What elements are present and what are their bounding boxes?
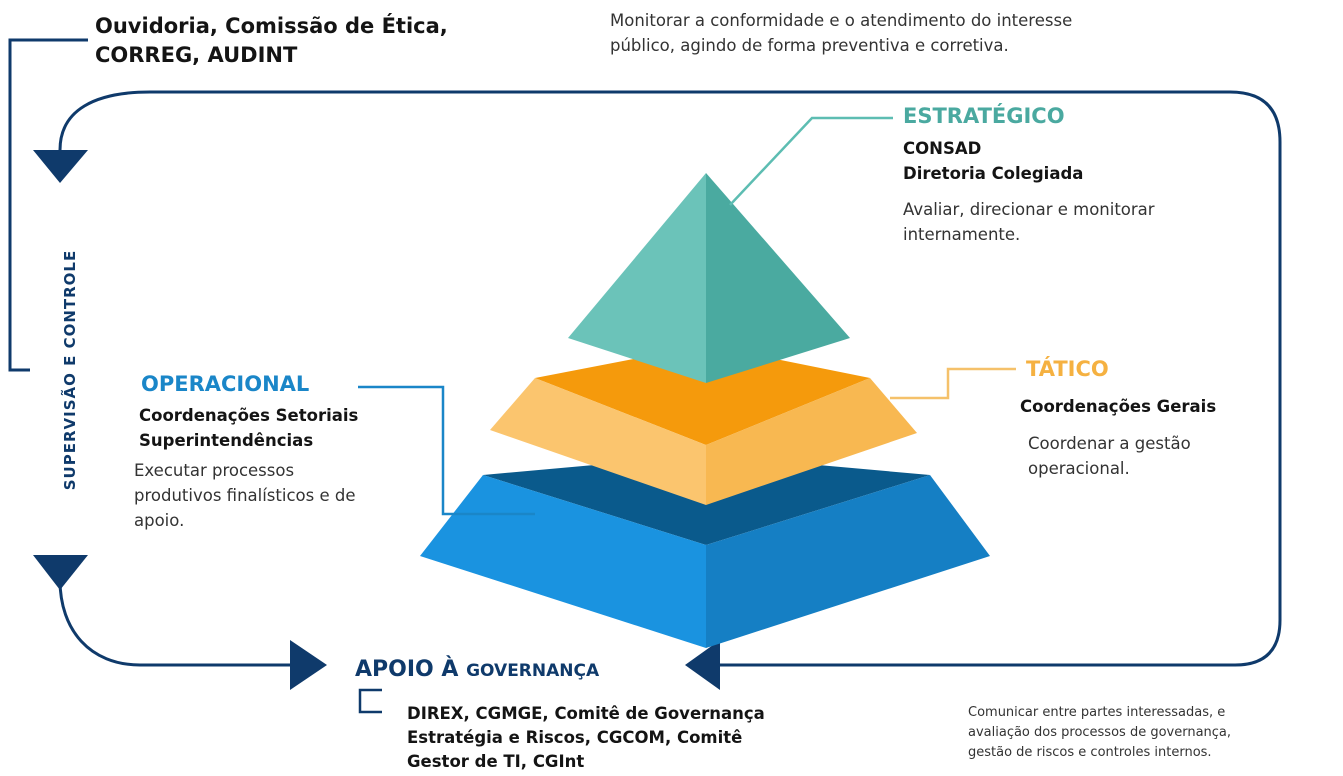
tatico-connector	[890, 367, 1016, 400]
tatico-title: TÁTICO	[1026, 357, 1109, 381]
arrow-right-bottom-icon	[290, 640, 327, 690]
pyramid-base-left	[420, 475, 706, 648]
tatico-desc-line: Coordenar a gestão	[1028, 434, 1191, 453]
estrategico-body-line: Diretoria Colegiada	[903, 164, 1084, 183]
operacional-description: Executar processos produtivos finalístic…	[134, 458, 356, 533]
arrow-left-bottom-icon	[685, 640, 720, 690]
apoio-description: Comunicar entre partes interessadas, e a…	[968, 703, 1231, 763]
supervision-body-line: Ouvidoria, Comissão de Ética,	[95, 14, 448, 38]
apoio-body-line: Gestor de TI, CGInt	[407, 752, 585, 771]
apoio-title-main: APOIO À	[355, 657, 467, 682]
apoio-bracket	[358, 688, 382, 714]
pyramid-middle-right	[706, 378, 917, 505]
operacional-desc-line: Executar processos	[134, 461, 295, 480]
pyramid-middle-left	[490, 378, 706, 505]
estrategico-bodies: CONSAD Diretoria Colegiada	[903, 136, 1083, 186]
cycle-loop-line	[58, 90, 1282, 667]
tatico-body: Coordenações Gerais	[1020, 397, 1217, 416]
estrategico-connector	[729, 116, 893, 206]
supervision-desc-line: público, agindo de forma preventiva e co…	[610, 36, 1009, 55]
operacional-title: OPERACIONAL	[141, 372, 310, 396]
tatico-description: Coordenar a gestão operacional.	[1028, 431, 1191, 481]
operacional-connector	[358, 385, 535, 516]
supervision-vertical-label: SUPERVISÃO E CONTROLE	[61, 249, 79, 491]
operacional-body-line: Coordenações Setoriais	[139, 406, 359, 425]
pyramid-top-left	[568, 173, 706, 383]
estrategico-desc-line: internamente.	[903, 225, 1021, 244]
arrow-down-top-icon	[33, 150, 88, 183]
apoio-desc-line: Comunicar entre partes interessadas, e	[968, 705, 1226, 720]
apoio-title-small: GOVERNANÇA	[466, 661, 600, 681]
estrategico-description: Avaliar, direcionar e monitorar internam…	[903, 197, 1155, 247]
operacional-bodies: Coordenações Setoriais Superintendências	[139, 403, 358, 453]
operacional-desc-line: produtivos finalísticos e de	[134, 486, 356, 505]
cycle-bottom-left-line	[58, 579, 300, 667]
supervision-bracket-line	[8, 38, 88, 372]
apoio-body-line: Estratégia e Riscos, CGCOM, Comitê	[407, 728, 743, 747]
estrategico-desc-line: Avaliar, direcionar e monitorar	[903, 200, 1155, 219]
supervision-body-line: CORREG, AUDINT	[95, 43, 298, 67]
estrategico-title: ESTRATÉGICO	[903, 104, 1065, 128]
apoio-desc-line: avaliação dos processos de governança,	[968, 725, 1232, 740]
pyramid-top-right	[706, 173, 850, 383]
supervision-desc-line: Monitorar a conformidade e o atendimento…	[610, 11, 1073, 30]
apoio-title: APOIO À GOVERNANÇA	[355, 657, 599, 682]
arrow-down-bottom-icon	[33, 555, 88, 590]
apoio-bodies: DIREX, CGMGE, Comitê de Governança Estra…	[407, 702, 765, 774]
operacional-desc-line: apoio.	[134, 511, 185, 530]
supervision-bodies: Ouvidoria, Comissão de Ética, CORREG, AU…	[95, 12, 448, 70]
apoio-body-line: DIREX, CGMGE, Comitê de Governança	[407, 704, 765, 723]
operacional-body-line: Superintendências	[139, 431, 314, 450]
tatico-desc-line: operacional.	[1028, 459, 1130, 478]
supervision-description: Monitorar a conformidade e o atendimento…	[610, 8, 1072, 58]
pyramid-middle-top	[535, 345, 870, 445]
pyramid-base-right	[706, 475, 990, 648]
estrategico-body-line: CONSAD	[903, 139, 982, 158]
apoio-desc-line: gestão de riscos e controles internos.	[968, 745, 1212, 760]
